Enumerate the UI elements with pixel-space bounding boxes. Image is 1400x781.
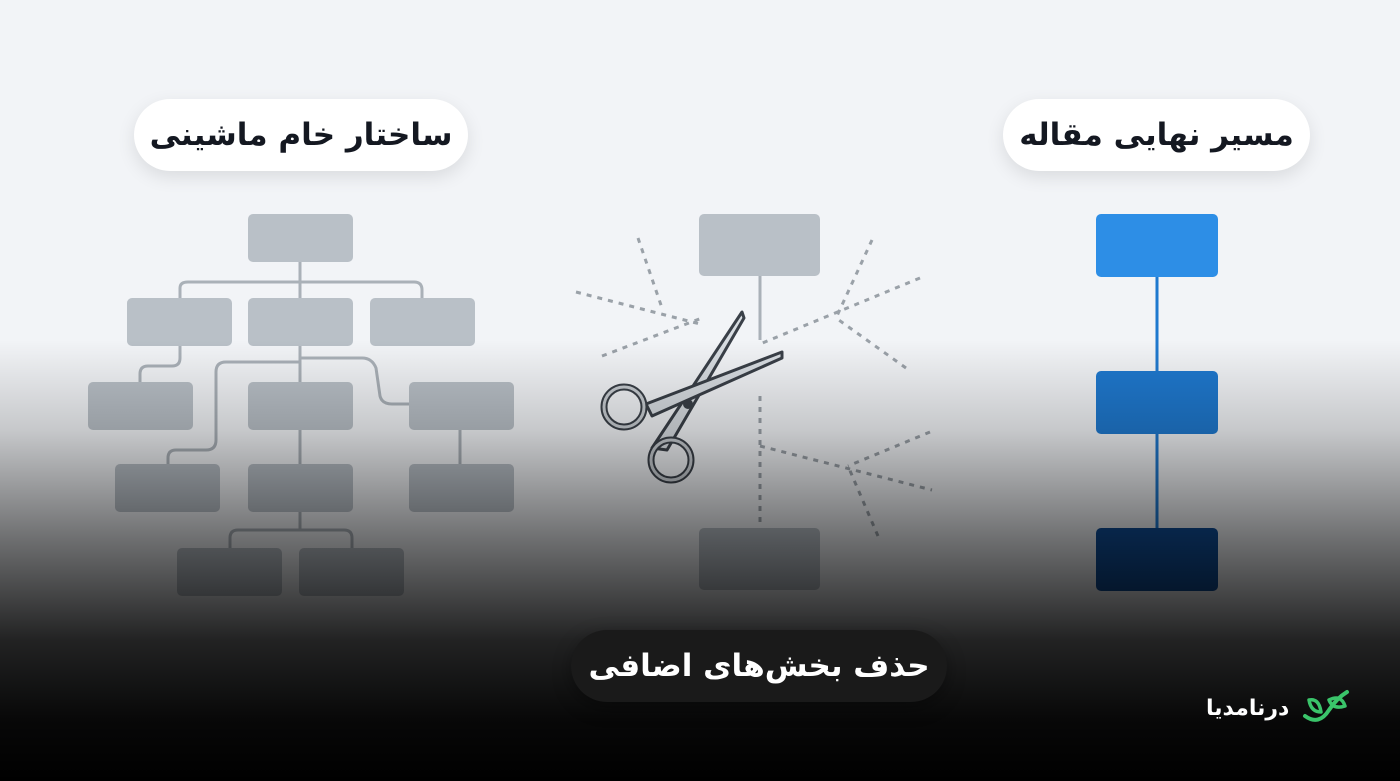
leaf-logo-icon: [1303, 690, 1350, 722]
tree-node: [248, 464, 353, 512]
tree-node: [248, 214, 353, 262]
final-path-label: مسیر نهایی مقاله: [1003, 99, 1310, 171]
raw-structure-label: ساختار خام ماشینی: [134, 99, 468, 171]
tree-node: [299, 548, 404, 596]
tree-node: [248, 382, 353, 430]
kept-node-top: [699, 214, 820, 276]
tree-node: [409, 382, 514, 430]
brand-logo: درنامدیا: [1206, 684, 1356, 732]
tree-node: [88, 382, 193, 430]
kept-node-bottom: [699, 528, 820, 590]
tree-node: [127, 298, 232, 346]
tree-node: [370, 298, 475, 346]
final-node-2: [1096, 371, 1218, 434]
remove-extra-label: حذف بخش‌های اضافی: [571, 630, 947, 702]
final-node-1: [1096, 214, 1218, 277]
brand-name: درنامدیا: [1206, 695, 1290, 721]
tree-node: [409, 464, 514, 512]
tree-node: [248, 298, 353, 346]
tree-node: [177, 548, 282, 596]
final-node-3: [1096, 528, 1218, 591]
final-path-diagram: [1096, 214, 1218, 591]
tree-node: [115, 464, 220, 512]
